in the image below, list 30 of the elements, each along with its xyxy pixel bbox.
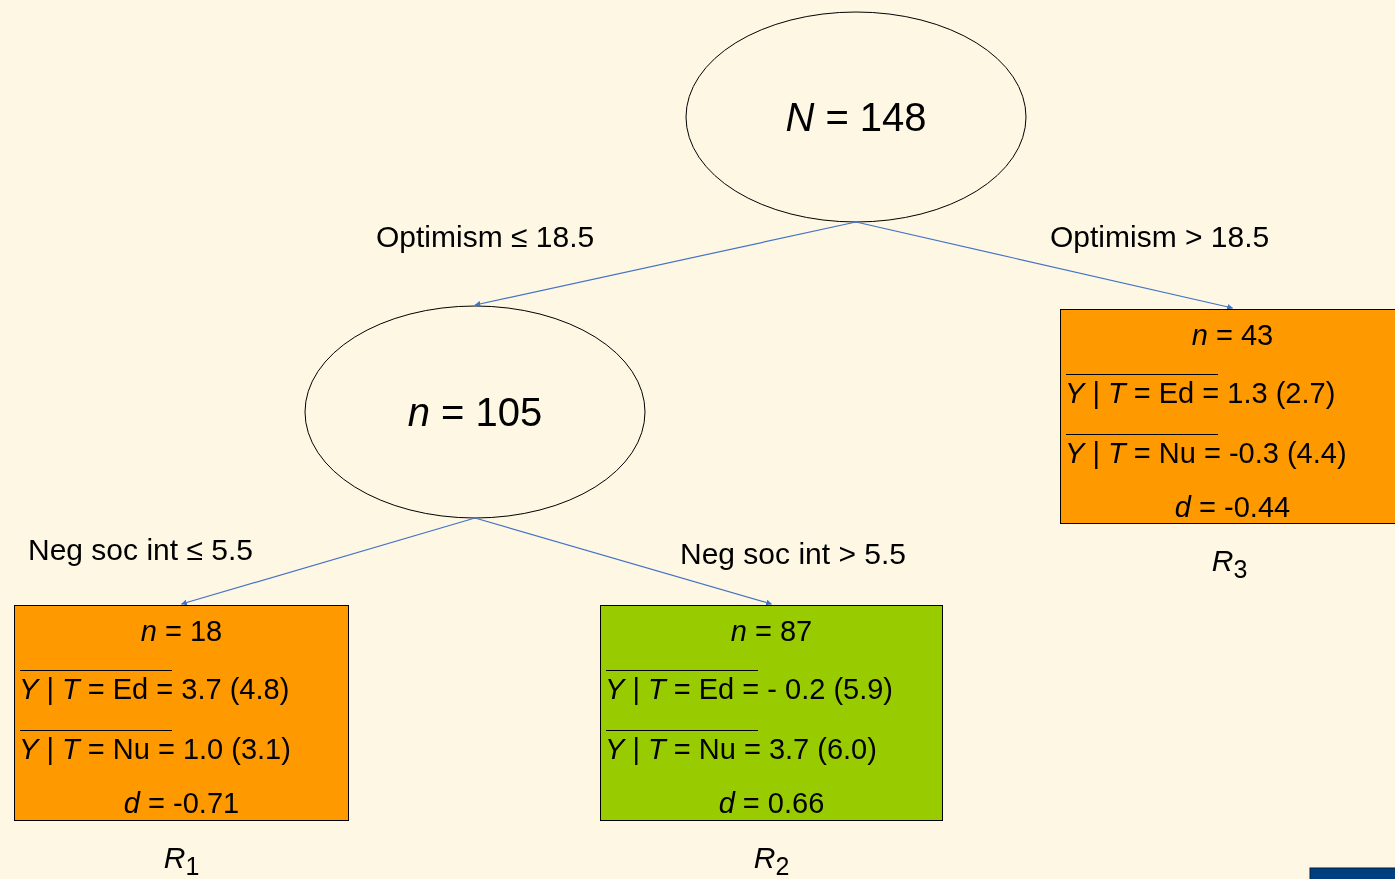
- effect-size-text: d = 0.66: [717, 786, 826, 820]
- count-text: n = 87: [729, 614, 814, 648]
- count-text: n = 18: [139, 614, 224, 648]
- effect-size-text: d = -0.44: [1173, 490, 1292, 524]
- arrow: [180, 517, 476, 606]
- region-label: R$_{3}$: [1211, 544, 1248, 584]
- leaf-box: [14, 605, 349, 821]
- mean-text: Y | T = Ed = - 0.2 (5.9): [605, 672, 893, 706]
- mean-text: Y | T = Nu = 3.7 (6.0): [605, 732, 877, 766]
- node-ellipse: [685, 11, 1027, 223]
- edge-label: Optimism ≤ 18.5: [376, 220, 595, 254]
- edge-label: Neg soc int > 5.5: [680, 537, 906, 571]
- edge-label: Neg soc int ≤ 5.5: [28, 533, 253, 567]
- count-text: n = 43: [1190, 318, 1275, 352]
- mean-text: Y | T = Ed = 1.3 (2.7): [1065, 376, 1336, 410]
- node-label: n = 105: [407, 389, 543, 435]
- arrow: [474, 517, 773, 606]
- node-label: N = 148: [785, 94, 927, 140]
- mean-text: Y | T = Nu = -0.3 (4.4): [1065, 436, 1347, 470]
- node-ellipse: [304, 305, 646, 519]
- edge-label: Optimism > 18.5: [1050, 220, 1270, 254]
- region-label: R$_{1}$: [163, 841, 200, 879]
- leaf-box: [1060, 309, 1395, 524]
- mean-text: Y | T = Nu = 1.0 (3.1): [19, 732, 291, 766]
- effect-size-text: d = -0.71: [122, 786, 241, 820]
- arrow: [855, 221, 1234, 310]
- leaf-box: [600, 605, 943, 821]
- region-label: R$_{2}$: [753, 841, 790, 879]
- arrow: [474, 221, 857, 307]
- mean-text: Y | T = Ed = 3.7 (4.8): [19, 672, 290, 706]
